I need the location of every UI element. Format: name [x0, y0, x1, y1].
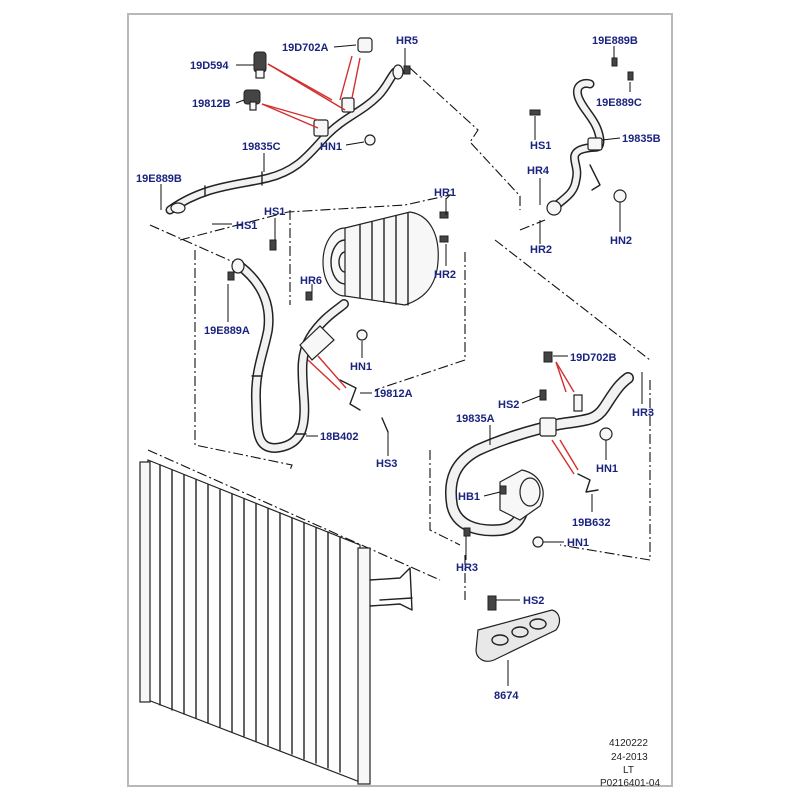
callout-HR3-right: HR3 — [632, 407, 654, 419]
callout-HB1: HB1 — [458, 491, 480, 503]
callout-HN1-bottom: HN1 — [567, 537, 589, 549]
callout-19835B: 19835B — [622, 133, 661, 145]
callout-8674: 8674 — [494, 690, 519, 702]
callout-19835A: 19835A — [456, 413, 495, 425]
callout-HR2-right: HR2 — [530, 244, 552, 256]
callout-19E889C: 19E889C — [596, 97, 642, 109]
info-line-1: 4120222 — [609, 738, 648, 749]
callout-HN1-right: HN1 — [596, 463, 618, 475]
callout-HR5: HR5 — [396, 35, 418, 47]
callout-HS1-b: HS1 — [264, 206, 285, 218]
info-line-4: P0216401-04 — [600, 778, 660, 789]
callout-19835C: 19835C — [242, 141, 281, 153]
callout-HR2-mid: HR2 — [434, 269, 456, 281]
cap-19D702A — [357, 37, 373, 53]
red-leaders-top — [261, 55, 361, 129]
callout-19812A: 19812A — [374, 388, 413, 400]
callout-19812B: 19812B — [192, 98, 231, 110]
callout-19D702B: 19D702B — [570, 352, 617, 364]
callout-HS1-right: HS1 — [530, 140, 551, 152]
callout-HS2-bottom: HS2 — [523, 595, 544, 607]
callout-HS2-mid: HS2 — [498, 399, 519, 411]
callout-19E889A: 19E889A — [204, 325, 250, 337]
info-line-2: 24-2013 — [611, 752, 648, 763]
info-block: 4120222 24-2013 LT P0216401-04 — [600, 738, 660, 789]
hose-19835A — [445, 351, 634, 548]
leader-lines — [160, 44, 643, 686]
callout-HN2: HN2 — [610, 235, 632, 247]
plate-8674 — [475, 595, 561, 662]
sensor-19D594 — [253, 51, 267, 79]
dash-dot-boundaries — [147, 67, 651, 600]
callout-18B402: 18B402 — [320, 431, 359, 443]
hose-18B402 — [227, 239, 389, 453]
callout-HS1-a: HS1 — [236, 220, 257, 232]
callout-HR6: HR6 — [300, 275, 322, 287]
callout-19D702A: 19D702A — [282, 42, 329, 54]
condenser-fins — [159, 464, 341, 773]
hose-19835C — [165, 64, 404, 215]
condenser — [139, 459, 413, 785]
callout-HR4: HR4 — [527, 165, 550, 177]
callout-labels: 19D594 19D702A HR5 19812B 19835C HN1 19E… — [136, 35, 661, 702]
compressor — [322, 211, 449, 306]
callout-HN1-top: HN1 — [320, 141, 342, 153]
callout-19D594: 19D594 — [190, 60, 229, 72]
nut-HN1-top — [364, 134, 376, 146]
callout-19B632: 19B632 — [572, 517, 611, 529]
bolt-HR5 — [403, 65, 411, 75]
callout-HN1-mid: HN1 — [350, 361, 372, 373]
callout-19E889B-left: 19E889B — [136, 173, 182, 185]
info-line-3: LT — [623, 765, 634, 776]
red-leaders-mid — [307, 355, 347, 391]
callout-19E889B-right: 19E889B — [592, 35, 638, 47]
callout-HS3: HS3 — [376, 458, 397, 470]
hose-19835B — [529, 57, 634, 216]
callout-HR1: HR1 — [434, 187, 456, 199]
switch-19812B — [243, 89, 261, 111]
callout-HR3-bottom: HR3 — [456, 562, 478, 574]
red-leaders-right — [551, 361, 579, 475]
